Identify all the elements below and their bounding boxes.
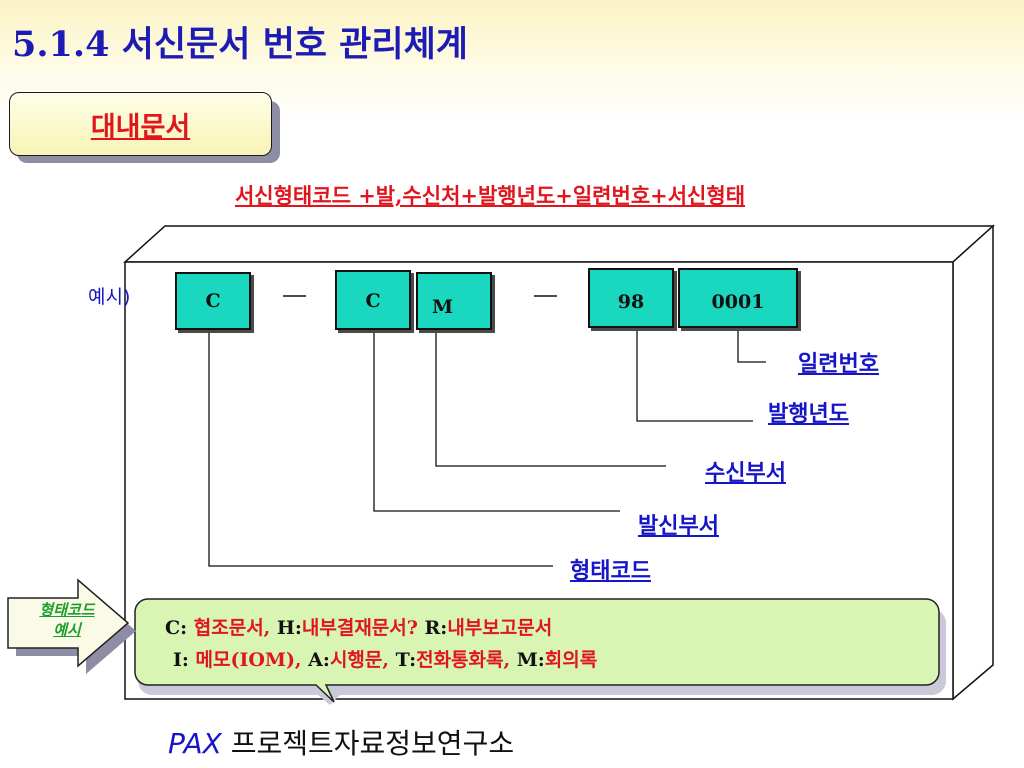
code-box-sender: C (335, 270, 411, 330)
legend-line-2: I: 메모(IOM), A:시행문, T:전화통화록, M:회의록 (165, 644, 905, 676)
arrow-label-line2: 예시 (53, 621, 81, 639)
code-box-year: 98 (588, 268, 674, 328)
legend-desc: 시행문, (329, 649, 396, 671)
legend-code: M: (516, 649, 545, 671)
legend-code: C: (165, 617, 188, 639)
footer-text: 프로젝트자료정보연구소 (221, 727, 515, 760)
code-box-receiver: M (416, 272, 492, 330)
arrow-label-line1: 형태코드 (39, 601, 95, 619)
legend-line-1: C: 협조문서, H:내부결재문서? R:내부보고문서 (165, 612, 905, 644)
legend-callout (134, 598, 946, 705)
label-receiving-dept: 수신부서 (705, 461, 786, 486)
label-form-code: 형태코드 (570, 559, 651, 584)
frame-right-face (952, 224, 994, 701)
label-sending-dept: 발신부서 (638, 514, 719, 539)
legend-code: I: (173, 649, 189, 671)
example-label: 예시) (88, 286, 131, 308)
code-box-form: C (175, 272, 251, 330)
code-box-serial: 0001 (678, 268, 798, 328)
legend-callout-body (134, 598, 940, 703)
arrow-graphic (7, 578, 136, 674)
legend-desc: 내부보고문서 (447, 617, 553, 639)
label-issue-year: 발행년도 (768, 402, 849, 427)
connector-receiver (435, 332, 666, 467)
legend-desc: 메모(IOM), (188, 649, 309, 671)
connector-lines (208, 328, 766, 567)
legend-desc: 내부결재문서? (301, 617, 425, 639)
legend-text: C: 협조문서, H:내부결재문서? R:내부보고문서 I: 메모(IOM), … (165, 612, 905, 676)
numbering-formula: 서신형태코드 +발,수신처+발행년도+일련번호+서신형태 (234, 183, 746, 208)
legend-code: T: (395, 649, 417, 671)
legend-code: H: (276, 617, 302, 639)
category-badge: 대내문서 (9, 92, 272, 156)
legend-code: A: (308, 649, 330, 671)
legend-desc: 회의록 (544, 649, 598, 671)
legend-desc: 전화통화록, (416, 649, 517, 671)
footer: PAX 프로젝트자료정보연구소 (168, 722, 514, 762)
connector-form-code (208, 332, 553, 567)
connector-serial (737, 330, 766, 363)
legend-desc: 협조문서, (187, 617, 277, 639)
connector-year (636, 328, 753, 422)
footer-brand: PAX (168, 727, 222, 760)
arrow-label: 형태코드 예시 (22, 600, 112, 640)
connector-sender (373, 332, 620, 512)
arrow-body (7, 578, 130, 668)
badge-label: 대내문서 (90, 111, 191, 143)
label-serial-number: 일련번호 (798, 352, 879, 377)
page-title: 5.1.4 서신문서 번호 관리체계 (12, 24, 468, 65)
frame-top-face (123, 225, 995, 263)
legend-code: R: (424, 617, 448, 639)
